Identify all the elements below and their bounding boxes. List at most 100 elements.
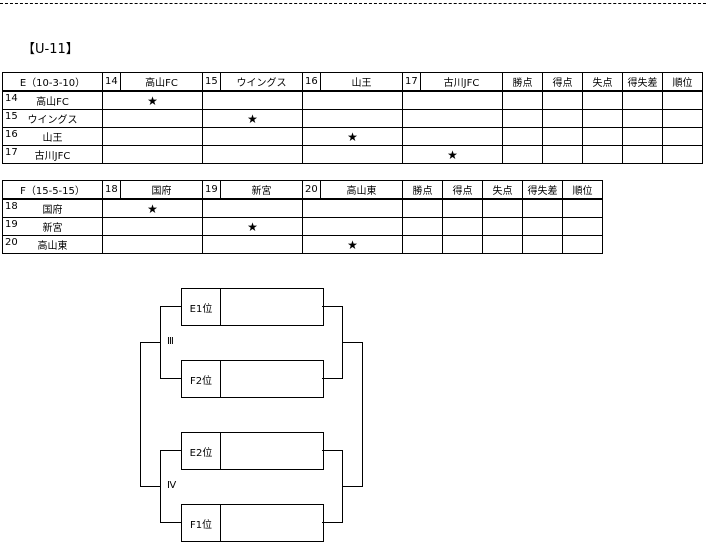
stat-cell [622, 127, 663, 146]
result-cell [302, 198, 403, 218]
self-match-star: ★ [302, 127, 403, 146]
stat-header: 得失差 [522, 180, 563, 200]
bracket-line [322, 306, 342, 307]
result-cell [102, 109, 203, 128]
stat-cell [662, 109, 703, 128]
bracket-line [160, 450, 161, 523]
stat-cell [562, 198, 603, 218]
bracket-line [160, 450, 181, 451]
stat-cell [562, 217, 603, 236]
stat-cell [402, 235, 443, 254]
self-match-star: ★ [102, 90, 203, 110]
team-name: 高山FC [36, 97, 69, 108]
group-e-header-row: E（10-3-10） 14 高山FC 15 ウイングス 16 山王 17 古川J… [2, 72, 703, 92]
group-e-table: E（10-3-10） 14 高山FC 15 ウイングス 16 山王 17 古川J… [2, 72, 703, 164]
slot-label: E1位 [182, 289, 221, 325]
stat-cell [502, 90, 543, 110]
result-cell [402, 90, 503, 110]
stat-cell [622, 90, 663, 110]
stat-cell [442, 217, 483, 236]
self-match-star: ★ [102, 198, 203, 218]
stat-cell [582, 109, 623, 128]
result-cell [102, 145, 203, 164]
stat-cell [662, 127, 703, 146]
result-cell [102, 217, 203, 236]
stat-cell [562, 235, 603, 254]
stat-cell [662, 90, 703, 110]
stat-cell [402, 217, 443, 236]
round-label: Ⅳ [167, 480, 177, 491]
stat-cell [482, 217, 523, 236]
result-cell [202, 198, 303, 218]
team-name: 高山東 [320, 180, 403, 200]
bracket-slot: F1位 [181, 504, 324, 542]
stat-cell [502, 109, 543, 128]
team-name: 国府 [42, 205, 63, 216]
bracket-line [160, 306, 161, 379]
stat-cell [622, 145, 663, 164]
stat-header: 順位 [562, 180, 603, 200]
round-label: Ⅲ [167, 336, 174, 347]
team-number: 20 [5, 237, 18, 248]
bracket-slot: E1位 [181, 288, 324, 326]
team-number: 17 [5, 147, 18, 158]
slot-label: F1位 [182, 505, 221, 541]
team-number: 19 [5, 219, 18, 230]
bracket-line [160, 378, 181, 379]
result-cell [302, 217, 403, 236]
bracket-line [140, 342, 141, 487]
team-number: 18 [5, 201, 18, 212]
self-match-star: ★ [402, 145, 503, 164]
bracket-line [322, 522, 342, 523]
stat-cell [622, 109, 663, 128]
bracket-slot: F2位 [181, 360, 324, 398]
stat-cell [482, 235, 523, 254]
table-row: 17 古川JFC ★ [2, 145, 703, 164]
page-title: 【U-11】 [22, 42, 79, 57]
stat-header: 失点 [482, 180, 523, 200]
slot-label: E2位 [182, 433, 221, 469]
team-number: 20 [302, 180, 321, 200]
stat-cell [542, 109, 583, 128]
result-cell [102, 235, 203, 254]
team-name: 新宮 [220, 180, 303, 200]
result-cell [302, 90, 403, 110]
team-name: 山王 [320, 72, 403, 92]
team-number: 19 [202, 180, 221, 200]
team-number: 15 [202, 72, 221, 92]
team-name: 高山FC [120, 72, 203, 92]
team-name: 山王 [42, 133, 63, 144]
row-team: 18 国府 [2, 198, 103, 218]
result-cell [402, 109, 503, 128]
slot-label: F2位 [182, 361, 221, 397]
team-name: 国府 [120, 180, 203, 200]
team-number: 17 [402, 72, 421, 92]
stat-cell [582, 90, 623, 110]
stat-cell [522, 217, 563, 236]
stat-cell [542, 127, 583, 146]
self-match-star: ★ [202, 109, 303, 128]
team-name: 古川JFC [34, 151, 71, 162]
page-break-line [0, 3, 706, 4]
result-cell [302, 145, 403, 164]
team-name: ウイングス [27, 115, 78, 126]
stat-cell [502, 145, 543, 164]
stat-cell [582, 127, 623, 146]
bracket-line [322, 378, 342, 379]
stat-header: 失点 [582, 72, 623, 92]
stat-cell [442, 198, 483, 218]
bracket-line [322, 450, 342, 451]
result-cell [302, 109, 403, 128]
bracket-line [342, 486, 362, 487]
stat-header: 得点 [442, 180, 483, 200]
team-number: 14 [102, 72, 121, 92]
bracket-line [140, 486, 160, 487]
stat-header: 勝点 [502, 72, 543, 92]
